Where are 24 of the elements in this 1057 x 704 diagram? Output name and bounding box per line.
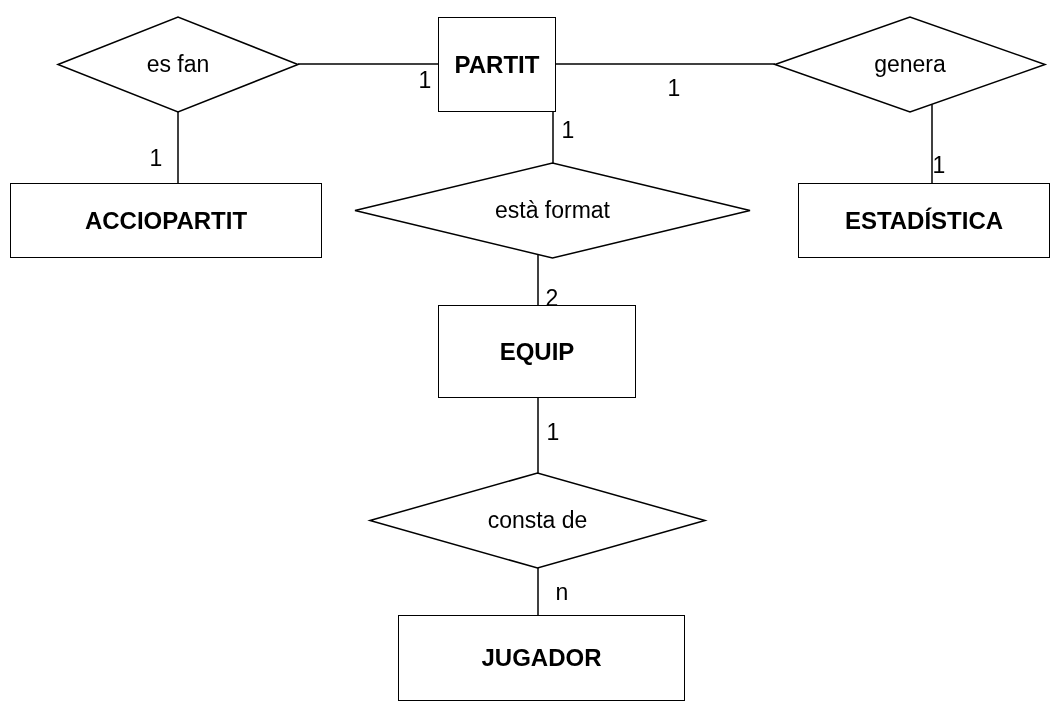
entity-box: ESTADÍSTICA xyxy=(798,183,1050,258)
cardinality-label: n xyxy=(555,580,569,604)
relationship-label: està format xyxy=(494,197,610,224)
connector-line xyxy=(177,111,179,184)
connector-line xyxy=(537,567,539,616)
cardinality-label: 1 xyxy=(546,420,560,444)
entity-box: JUGADOR xyxy=(398,615,685,701)
connector-line xyxy=(931,103,933,184)
relationship-label: consta de xyxy=(487,507,588,534)
cardinality-label: 1 xyxy=(418,68,432,92)
connector-line xyxy=(537,397,539,474)
cardinality-label: 1 xyxy=(932,153,946,177)
entity-box: PARTIT xyxy=(438,17,556,112)
cardinality-label: 1 xyxy=(667,76,681,100)
entity-box: EQUIP xyxy=(438,305,636,398)
connector-line xyxy=(555,63,776,65)
entity-box: ACCIOPARTIT xyxy=(10,183,322,258)
connector-line xyxy=(297,63,439,65)
cardinality-label: 1 xyxy=(149,146,163,170)
cardinality-label: 1 xyxy=(561,118,575,142)
relationship-label: es fan xyxy=(146,51,210,78)
relationship-label: genera xyxy=(874,51,946,78)
connector-line xyxy=(537,253,539,306)
connector-line xyxy=(552,111,554,164)
